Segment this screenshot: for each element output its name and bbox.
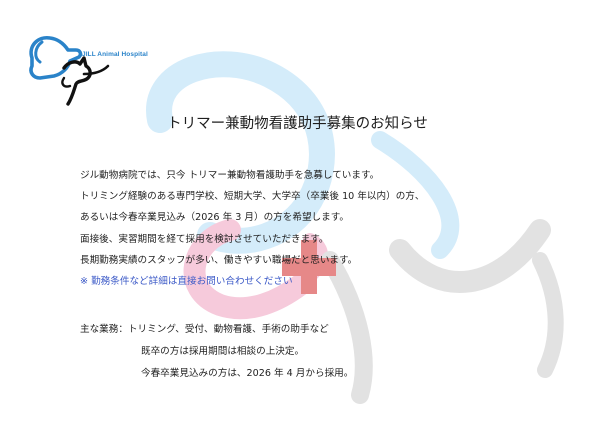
duties-main: トリミング、受付、動物看護、手術の助手など	[127, 324, 329, 335]
watermark-red-cross	[282, 240, 336, 294]
watermark-gray-arc-3	[532, 252, 564, 378]
watermark-gray-arc	[389, 219, 551, 293]
duties-section: 主な業務：トリミング、受付、動物看護、手術の助手など 既卒の方は採用期間は相談の…	[80, 319, 353, 385]
cat-tail-icon	[61, 76, 72, 88]
duties-main-line: 主な業務：トリミング、受付、動物看護、手術の助手など	[80, 319, 353, 341]
body-line: トリミング経験のある専門学校、短期大学、大学卒（卒業後 10 年以内）の方、	[80, 191, 425, 203]
watermark-blue-curve	[146, 51, 335, 254]
body-line: 面接後、実習期間を経て採用を検討させていただきます。	[80, 233, 329, 245]
duties-line: 既卒の方は採用期間は相談の上決定。	[141, 346, 305, 357]
hospital-name-logo-text: JILL Animal Hospital	[82, 51, 148, 58]
body-line: 長期勤務実績のスタッフが多い、働きやすい職場だと思います。	[80, 254, 358, 266]
body-line: あるいは今春卒業見込み（2026 年 3 月）の方を希望します。	[80, 212, 349, 224]
inquiry-note: ※ 勤務条件など詳細は直接お問い合わせください	[80, 275, 293, 287]
duties-line: 今春卒業見込みの方は、2026 年 4 月から採用。	[141, 368, 354, 379]
dog-ear-icon	[34, 40, 44, 64]
dog-icon	[29, 35, 83, 80]
cat-icon	[62, 56, 92, 106]
announcement-body: ジル動物病院では、只今 トリマー兼動物看護助手を急募しています。 トリミング経験…	[80, 165, 425, 292]
dog-and-cat-logo	[29, 35, 110, 106]
page-title: トリマー兼動物看護助手募集のお知らせ	[167, 116, 428, 132]
watermark-pink-curve	[183, 219, 311, 320]
watermark-gray-arc-2	[321, 251, 373, 404]
cat-body-icon	[82, 64, 110, 76]
duties-label: 主な業務：	[80, 324, 128, 335]
body-line: ジル動物病院では、只今 トリマー兼動物看護助手を急募しています。	[80, 170, 380, 181]
watermark-blue-curve-2	[371, 131, 460, 259]
